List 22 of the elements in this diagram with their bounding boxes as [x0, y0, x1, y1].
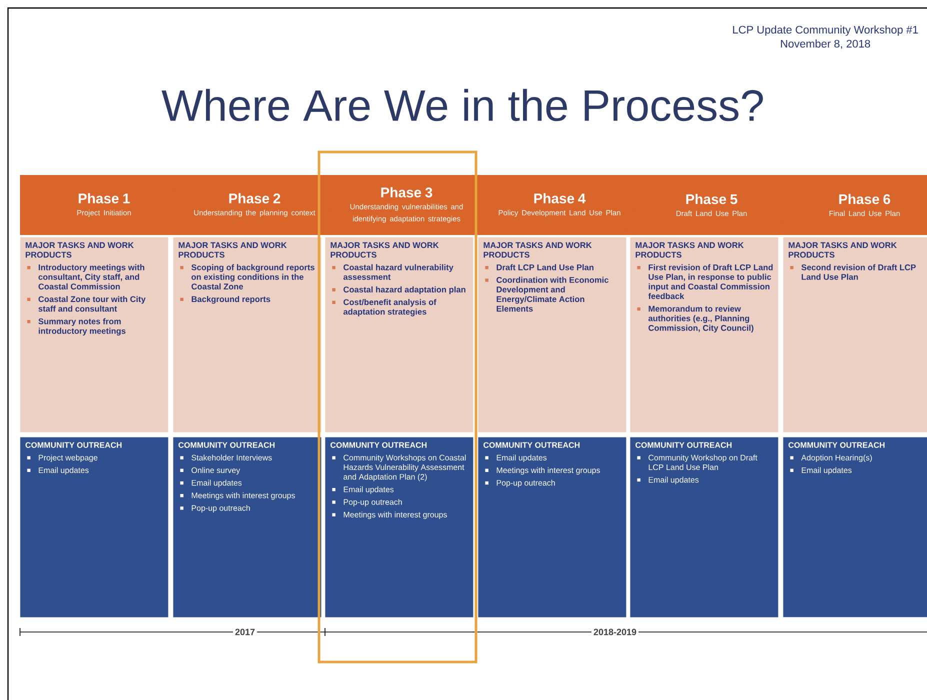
task-box: MAJOR TASKS AND WORK PRODUCTS Draft LCP Land Use Plan Coordination with Economic Development and Energy/Climate Action Elements — [478, 237, 626, 432]
node-label: Phase 5 — [686, 194, 738, 204]
outreach-box: COMMUNITY OUTREACH Stakeholder Interviews Online survey Email updates Meetings with interest groups Pop-up outreach — [173, 437, 322, 618]
task-box: MAJOR TASKS AND WORK PRODUCTS First revision of Draft LCP Land Use Plan, in response to public input and Coastal Commission feedback Memorandum to review authorities (e.g., Planning Commission, City Council) — [630, 237, 778, 432]
node-label: Phase 3 — [381, 187, 432, 198]
node-label: Phase 6 — [839, 194, 890, 204]
task-box: MAJOR TASKS AND WORK PRODUCTS Coastal hazard vulnerability assessment Coastal hazard adaptation plan Cost/benefit analysis of adaptation strategies — [325, 237, 474, 432]
node-label: Phase 1 — [78, 193, 130, 204]
outreach-box: COMMUNITY OUTREACH Project webpage Email updates — [20, 437, 168, 618]
year-label: 2018-2019 — [591, 626, 639, 638]
node-label: Phase 2 — [229, 193, 280, 204]
outreach-box: COMMUNITY OUTREACH Email updates Meetings with interest groups Pop-up outreach — [478, 437, 626, 618]
header-text: LCP Update Community Workshop #1 November 8, 2018 — [733, 26, 918, 49]
task-box: MAJOR TASKS AND WORK PRODUCTS Introductory meetings with consultant, City staff, and Coastal Commission Coastal Zone tour with City staff and consultant Summary notes from introductory meetings — [20, 237, 168, 432]
outreach-box: COMMUNITY OUTREACH Community Workshop on Draft LCP Land Use Plan Email updates — [630, 437, 778, 618]
outreach-box: COMMUNITY OUTREACH Community Workshops on Coastal Hazards Vulnerability Assessment and Adaptation Plan (2) Email updates Pop-up outreach Meetings with interest groups — [325, 437, 474, 618]
task-box: MAJOR TASKS AND WORK PRODUCTS Second revision of Draft LCP Land Use Plan — [783, 237, 927, 432]
task-box: MAJOR TASKS AND WORK PRODUCTS Scoping of background reports on existing conditions in the Coastal Zone Background reports — [173, 237, 322, 432]
node-label: Phase 4 — [534, 193, 586, 204]
year-label: 2017 — [233, 626, 258, 638]
title: Where Are We in the Process? — [162, 88, 763, 122]
outreach-box: COMMUNITY OUTREACH Adoption Hearing(s) Email updates — [783, 437, 927, 618]
